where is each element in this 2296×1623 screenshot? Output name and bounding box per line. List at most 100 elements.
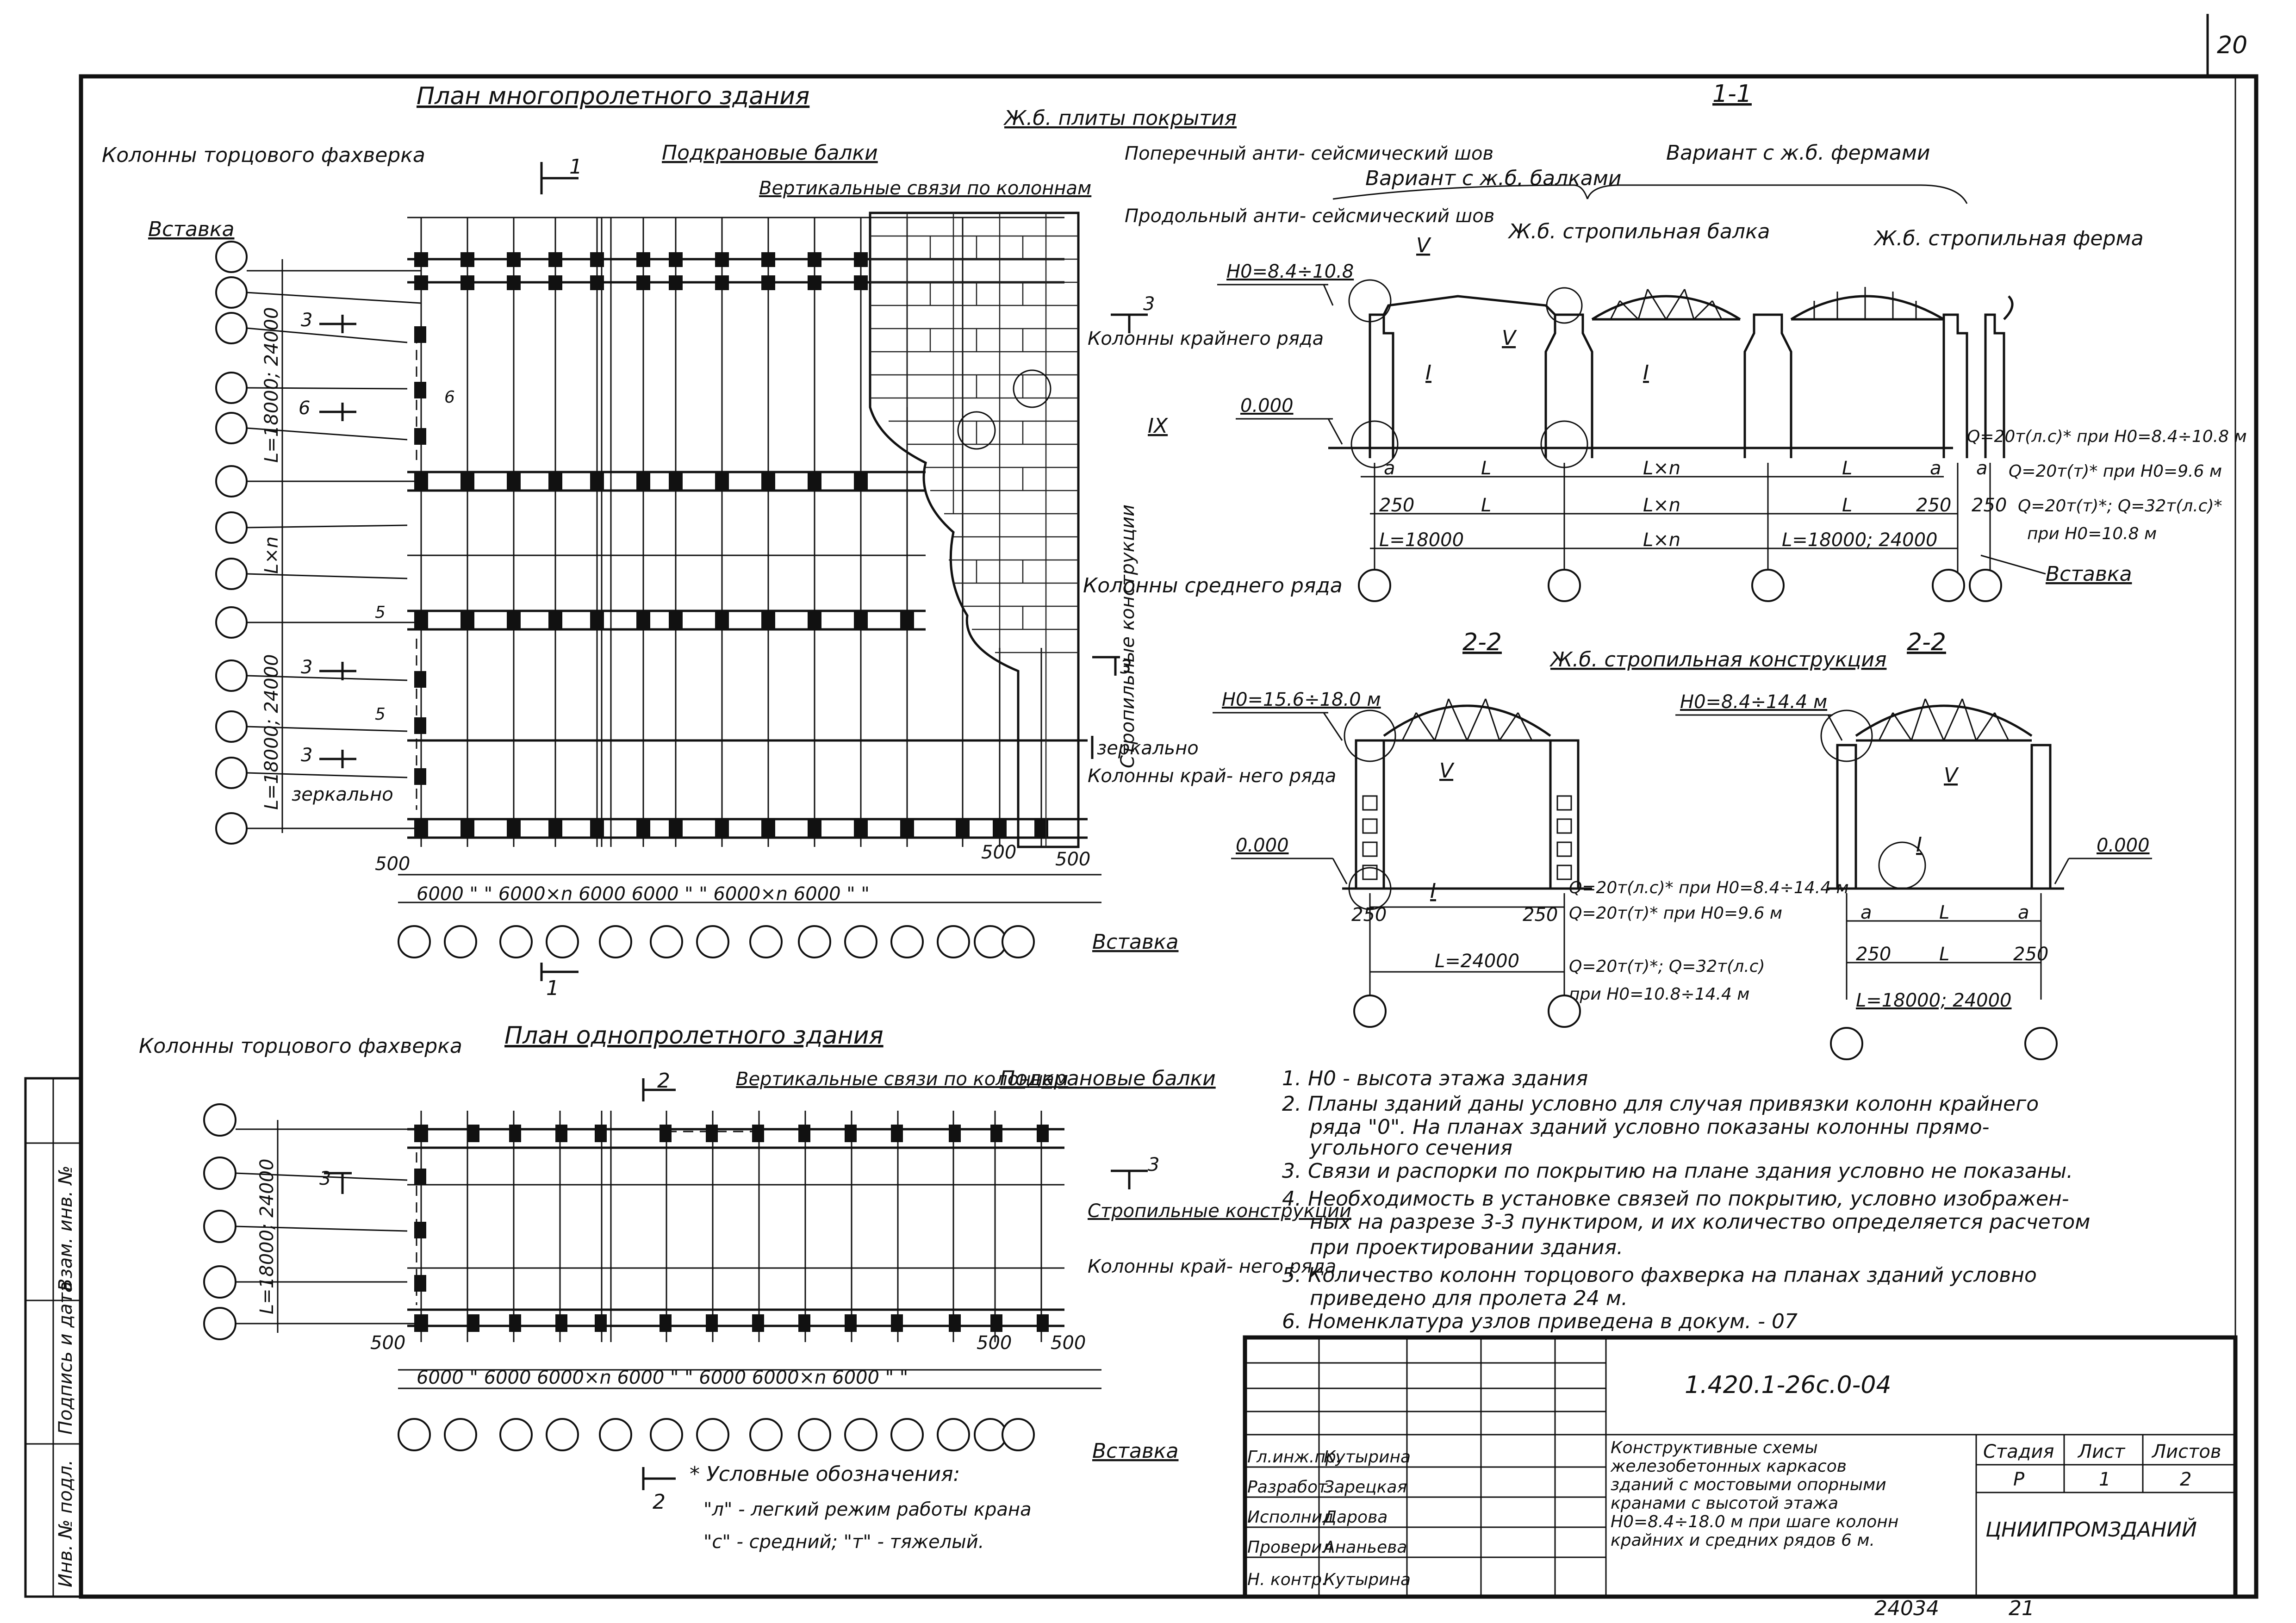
section-1-1-a2: а <box>1930 458 1941 479</box>
title-stage-header: Стадия <box>1983 1441 2054 1462</box>
note-5a: 5. Количество колонн торцового фахверка … <box>1282 1263 2037 1287</box>
plan-single-mark-3-right: 3 <box>1148 1154 1159 1175</box>
plan-multi-vertical-braces: Вертикальные связи по колоннам <box>759 178 1091 199</box>
section-2-2-right-title: 2-2 <box>1907 628 1946 656</box>
section-1-1-insert: Вставка <box>2046 562 2132 586</box>
note-2c: угольного сечения <box>1309 1136 1512 1160</box>
section-1-1-rafter-beam: Ж.б. стропильная балка <box>1507 220 1770 243</box>
section-1-1-Ln1: L×n <box>1643 458 1680 479</box>
title-desc-6: крайних и средних рядов 6 м. <box>1611 1531 1875 1550</box>
title-row-4-role: Проверил <box>1247 1538 1333 1557</box>
section-1-1-load4: при Н0=10.8 м <box>2027 524 2157 543</box>
plan-multi-longitudinal-seam: Продольный анти- сейсмический шов <box>1125 205 1494 227</box>
plan-multi-end-columns: Колонны торцового фахверка <box>102 143 425 167</box>
roof-slabs-pattern <box>869 211 1080 848</box>
section-2-2-left-span: L=24000 <box>1435 951 1519 972</box>
title-row-3-name: Дарова <box>1323 1508 1388 1527</box>
section-2-2-right-d250a: 250 <box>1856 944 1891 965</box>
section-2-2-left-height: Н0=15.6÷18.0 м <box>1222 689 1381 710</box>
plan-single-span: План однопролетного здания Колонны торцо… <box>139 1022 1351 1514</box>
section-2-2-left-load3: Q=20т(т)*; Q=32т(л.с) <box>1569 957 1765 976</box>
legend-light: "л" - легкий режим работы крана <box>703 1499 1032 1520</box>
section-1-1-node-v2: V <box>1502 326 1517 350</box>
section-1-1: 1-1 Вариант с ж.б. балками Вариант с ж.б… <box>1217 80 2247 602</box>
plan-multi-mark-5a: 5 <box>375 603 386 622</box>
plan-multi-span-bot: L=18000; 24000 <box>261 654 282 810</box>
title-bottom: 21 <box>2009 1597 2035 1620</box>
plan-multi-crane-beams: Подкрановые балки <box>662 141 878 165</box>
plan-single-title: План однопролетного здания <box>504 1022 884 1050</box>
side-stamp-sign: Подпись и дата <box>55 1281 76 1435</box>
title-desc-3: зданий с мостовыми опорными <box>1611 1475 1886 1494</box>
plan-multi-rafter-structures: Стропильные конструкции <box>1117 504 1139 768</box>
plan-single-rafter: Стропильные конструкции <box>1088 1200 1351 1222</box>
section-2-2-right-a1: а <box>1860 902 1872 923</box>
legend-medium: "с" - средний; "т" - тяжелый. <box>703 1531 984 1553</box>
note-4c: при проектировании здания. <box>1310 1236 1623 1259</box>
section-2-2-right-node-i: I <box>1916 833 1922 857</box>
section-1-1-L3: L <box>1481 495 1491 516</box>
notes: 1. Н0 - высота этажа здания 2. Планы зда… <box>1282 1067 2090 1333</box>
section-2-2-right-L: L <box>1939 902 1949 923</box>
section-2-2-right-a2: а <box>2018 902 2029 923</box>
title-sheet: 1 <box>2099 1469 2110 1490</box>
plan-multi-title: План многопролетного здания <box>417 82 809 110</box>
title-row-5-name: Кутырина <box>1324 1570 1411 1589</box>
plan-multi-mark-3-mid: 3 <box>1120 657 1132 678</box>
section-1-1-load2: Q=20т(т)* при Н0=9.6 м <box>2009 462 2222 481</box>
section-2-2-left-node-i: I <box>1430 879 1436 903</box>
plan-single-mark-2-top: 2 <box>657 1069 670 1093</box>
plan-multi-mark-3b: 3 <box>301 657 312 678</box>
title-row-2-name: Зарецкая <box>1324 1478 1407 1497</box>
section-1-1-span: L=18000 <box>1379 529 1464 551</box>
section-1-1-d250a: 250 <box>1379 495 1414 516</box>
note-2b: ряда "0". На планах зданий условно показ… <box>1309 1115 1990 1139</box>
axis-circles-bottom <box>398 925 1035 958</box>
plan-multi-mark-3a: 3 <box>301 310 312 331</box>
section-2-2-left: 2-2 Ж.б. стропильная конструкция Н0=15.6… <box>1213 628 1886 1028</box>
plan-multi-mark-5b: 5 <box>375 705 386 724</box>
plan-multi-offset-right-a: 500 <box>981 842 1016 863</box>
section-2-2-right-span: L=18000; 24000 <box>1856 990 2011 1011</box>
plan-multi-mirror-right: зеркально <box>1097 738 1199 759</box>
title-sheet-header: Лист <box>2077 1441 2126 1462</box>
section-1-1-a3: а <box>1976 458 1988 479</box>
plan-multi-span-mid: L×n <box>261 536 282 574</box>
plan-multi-edge-columns: Колонны крайнего ряда <box>1088 328 1324 349</box>
section-2-2-left-d250b: 250 <box>1523 904 1558 926</box>
title-row-5-role: Н. контр. <box>1247 1570 1327 1589</box>
plan-multi-steps: 6000 " " 6000×n 6000 6000 " " 6000×n 600… <box>417 883 870 905</box>
plan-multi-offset-right-b: 500 <box>1055 849 1090 870</box>
section-1-1-node-v1: V <box>1416 234 1431 257</box>
title-row-1-name: Кутырина <box>1324 1448 1411 1467</box>
plan-single-d500b: 500 <box>977 1332 1012 1354</box>
note-1: 1. Н0 - высота этажа здания <box>1282 1067 1588 1090</box>
title-desc-2: железобетонных каркасов <box>1610 1457 1847 1476</box>
section-1-1-d250c: 250 <box>1972 495 2007 516</box>
section-2-2-right-zero: 0.000 <box>2097 835 2150 856</box>
title-block: 1.420.1-26с.0-04 Гл.инж.пр. Кутырина Раз… <box>1243 1335 2238 1620</box>
title-sheets-header: Листов <box>2151 1441 2221 1462</box>
section-2-2-right-L2: L <box>1939 944 1949 965</box>
plan-single-vertical-braces: Вертикальные связи по колоннам <box>736 1069 1068 1090</box>
sheet-frame <box>79 74 2259 1599</box>
section-1-1-Ln3: L×n <box>1643 529 1680 551</box>
section-2-2-left-node-v: V <box>1439 759 1455 783</box>
note-2a: 2. Планы зданий даны условно для случая … <box>1282 1092 2039 1116</box>
section-1-1-node-i2: I <box>1643 361 1649 385</box>
plan-multi-mark-3c: 3 <box>301 745 312 766</box>
title-row-4-name: Ананьева <box>1323 1538 1407 1557</box>
side-stamp-replace: Взам. инв. № <box>55 1165 76 1291</box>
plan-multi-mark-1-top: 1 <box>569 155 582 179</box>
plan-multi-span-top: L=18000; 24000 <box>261 307 282 463</box>
section-2-2-left-load4: при Н0=10.8÷14.4 м <box>1569 985 1749 1004</box>
plan-single-mark-2-bottom: 2 <box>653 1490 666 1514</box>
note-4a: 4. Необходимость в установке связей по п… <box>1282 1187 2069 1211</box>
note-4b: ных на разрезе 3-3 пунктиром, и их колич… <box>1310 1210 2090 1234</box>
section-2-2-left-d250a: 250 <box>1351 904 1387 926</box>
title-code: 1.420.1-26с.0-04 <box>1685 1371 1892 1399</box>
section-2-2-right: 2-2 Н0=8.4÷14.4 м V I 0.000 а L а 250 <box>1675 628 2152 1060</box>
plan-single-end-columns: Колонны торцового фахверка <box>139 1034 462 1058</box>
note-5b: приведено для пролета 24 м. <box>1310 1287 1628 1310</box>
